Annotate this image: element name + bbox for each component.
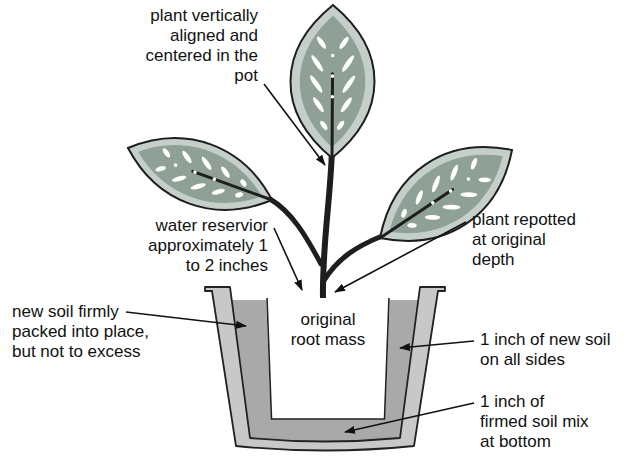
alignment-note: plant vertically aligned and centered in… xyxy=(128,6,258,86)
pot xyxy=(205,287,445,451)
stems xyxy=(270,150,382,300)
leader-lines xyxy=(126,84,474,432)
bottom-soil-note: 1 inch of firmed soil mix at bottom xyxy=(480,392,592,452)
soil-packing-note: new soil firmly packed into place, but n… xyxy=(12,302,154,362)
root-mass-label: original root mass xyxy=(288,310,368,350)
root-mass: original root mass xyxy=(266,298,390,420)
leaf xyxy=(117,118,282,229)
reservoir-note: water reservior approximately 1 to 2 inc… xyxy=(146,216,268,276)
depth-note: plant repotted at original depth xyxy=(472,210,584,270)
side-soil-note: 1 inch of new soil on all sides xyxy=(480,330,620,370)
